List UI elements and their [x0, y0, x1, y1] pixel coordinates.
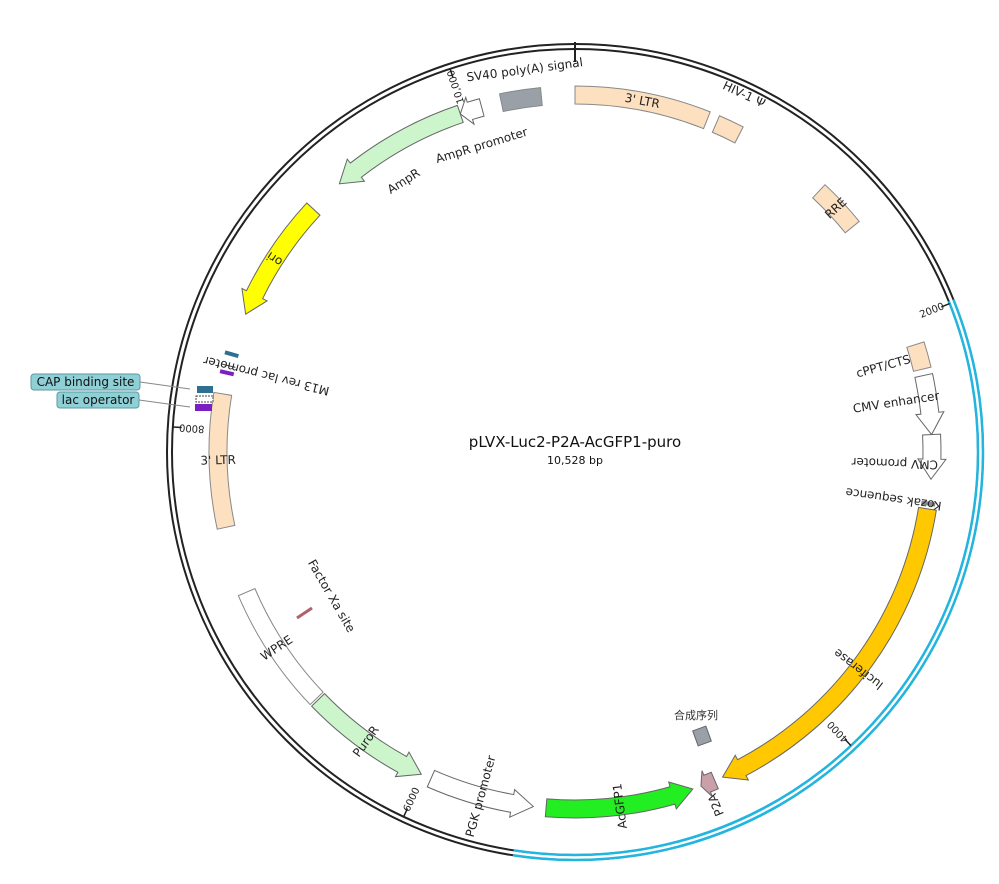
lac-operator-box[interactable]: [195, 404, 212, 411]
acgfp1-feature[interactable]: [544, 781, 694, 819]
m13-rev-box[interactable]: [195, 395, 214, 403]
highlight-region-inner-1: [513, 799, 779, 857]
sv40-polya-feature[interactable]: [498, 87, 543, 113]
p2a-feature[interactable]: [700, 770, 719, 798]
lac-callout-label: lac operator: [62, 393, 135, 407]
tick-label: 8000: [179, 421, 205, 434]
lac-operator-feature[interactable]: [219, 369, 235, 377]
cap-binding-box[interactable]: [197, 386, 213, 393]
kozak-feature[interactable]: [921, 500, 936, 507]
cppt-cts-label: cPPT/CTS: [855, 352, 912, 380]
lac-callout-leader: [138, 399, 191, 408]
tick-mark-6000: [402, 808, 409, 818]
cap-callout-leader: [139, 381, 191, 390]
3ltr-right-feature[interactable]: [574, 85, 711, 130]
tick-mark-4000: [844, 738, 852, 747]
tick-label: 2000: [918, 301, 946, 321]
ampr-promoter-feature[interactable]: [459, 95, 485, 126]
lac-callout-box[interactable]: [56, 391, 140, 409]
cmv-promoter-feature[interactable]: [917, 433, 947, 481]
pgk-promoter-feature[interactable]: [426, 769, 535, 819]
tick-mark-2000: [941, 302, 950, 308]
cap-callout-box[interactable]: [30, 373, 141, 391]
center-labels: pLVX-Luc2-P2A-AcGFP1-puro 10,528 bp: [469, 433, 681, 467]
3ltr-left-label: 3' LTR: [200, 453, 236, 468]
backbone-inner-ring: [171, 48, 979, 856]
ampr-feature[interactable]: [338, 104, 464, 185]
ori-feature[interactable]: [241, 202, 321, 316]
factor-xa-label: Factor Xa site: [305, 557, 358, 635]
tick-mark-8000: [172, 426, 182, 429]
highlight-regions: [512, 299, 985, 862]
tick-label: 6000: [402, 786, 423, 814]
tick-label: 10,000: [446, 68, 467, 105]
synthetic-sequence-label: 合成序列: [674, 708, 718, 722]
cppt-cts-feature[interactable]: [906, 341, 932, 372]
synthetic-sequence-feature[interactable]: [692, 725, 712, 747]
p2a-label: P2A: [705, 791, 727, 818]
plasmid-name: pLVX-Luc2-P2A-AcGFP1-puro: [469, 433, 681, 451]
cmv-enhancer-feature[interactable]: [914, 372, 945, 436]
hiv1-psi-label: HIV-1 Ψ: [721, 78, 768, 110]
acgfp1-label: AcGFP1: [610, 783, 630, 830]
cap-callout-label: CAP binding site: [37, 375, 135, 389]
ampr-promoter-label: AmpR promoter: [434, 125, 529, 166]
luciferase-feature[interactable]: [721, 506, 937, 781]
tick-mark-10,000: [449, 68, 454, 78]
highlight-region-outer-1: [512, 803, 782, 862]
rre-feature[interactable]: [812, 183, 860, 234]
puror-feature[interactable]: [310, 692, 423, 778]
wpre-feature[interactable]: [237, 587, 324, 706]
cmv-promoter-label: CMV promoter: [851, 455, 938, 472]
hiv1-psi-feature[interactable]: [711, 115, 744, 144]
tick-label: 4000: [826, 718, 851, 744]
callout-boxes: CAP binding site lac operator: [30, 373, 191, 409]
factor-xa-site-mark[interactable]: [296, 606, 313, 620]
m13-lac-feature[interactable]: [221, 363, 236, 368]
ampr-label: AmpR: [385, 166, 423, 197]
3ltr-left-feature[interactable]: [208, 391, 236, 530]
m13-lac-label: M13 rev lac promoter: [202, 353, 331, 398]
plasmid-size: 10,528 bp: [547, 454, 603, 467]
3ltr-right-label: 3' LTR: [624, 91, 661, 111]
cap-site-feature[interactable]: [224, 350, 239, 359]
